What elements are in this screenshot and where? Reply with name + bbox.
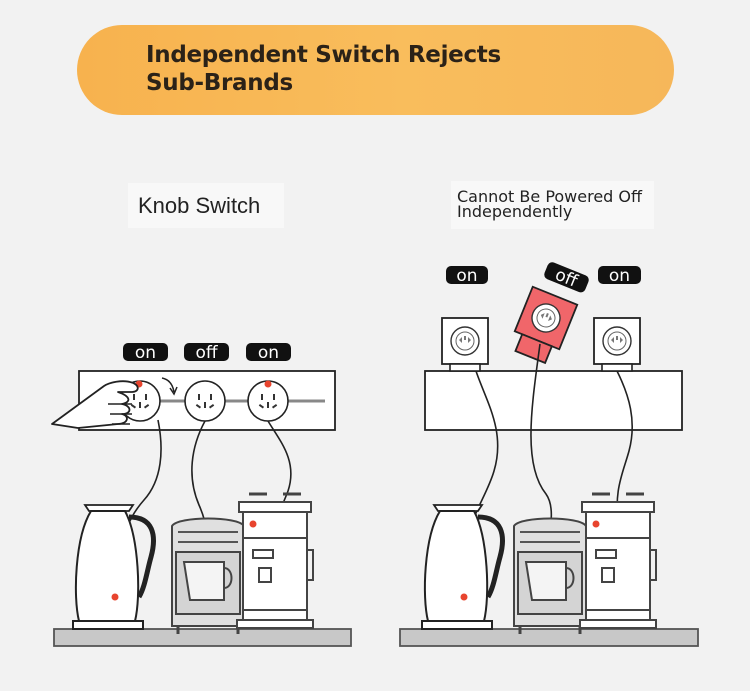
page-title: Independent Switch Rejects Sub-Brands <box>146 41 586 97</box>
state-label-off: off <box>195 343 218 363</box>
indicator-light <box>264 380 272 388</box>
right-power-strip <box>424 370 683 431</box>
hand-icon <box>51 380 139 429</box>
knob-switch-label: Knob Switch <box>128 183 284 228</box>
state-label-on: on <box>135 343 156 363</box>
unplugged-adapter <box>513 285 579 365</box>
kettle-icon <box>422 505 502 629</box>
right-state-labels: on off on <box>446 262 641 293</box>
cannot-power-off-line-2: Independently <box>457 202 573 221</box>
right-shelf <box>399 628 699 647</box>
espresso-machine-icon <box>578 492 658 630</box>
left-shelf <box>53 628 352 647</box>
title-banner <box>77 25 674 115</box>
state-label-on: on <box>609 266 630 286</box>
socket-icon <box>184 380 226 422</box>
socket-icon <box>602 326 632 356</box>
espresso-machine-icon <box>235 492 315 630</box>
cannot-power-off-line-1: Cannot Be Powered Off <box>457 187 643 206</box>
state-label-on: on <box>258 343 279 363</box>
plug-adapter <box>441 317 489 372</box>
left-state-labels: on off on <box>123 343 291 363</box>
coffee-maker-icon <box>512 517 588 636</box>
cannot-power-off-label: Cannot Be Powered Off Independently <box>451 181 654 229</box>
socket-icon <box>450 326 480 356</box>
page-title-line-2: Sub-Brands <box>146 70 293 96</box>
state-label-on: on <box>456 266 477 286</box>
plug-adapter <box>593 317 641 372</box>
coffee-maker-icon <box>170 517 246 636</box>
kettle-icon <box>73 505 153 629</box>
page-title-line-1: Independent Switch Rejects <box>146 42 501 68</box>
turn-arrow-icon <box>161 377 175 393</box>
